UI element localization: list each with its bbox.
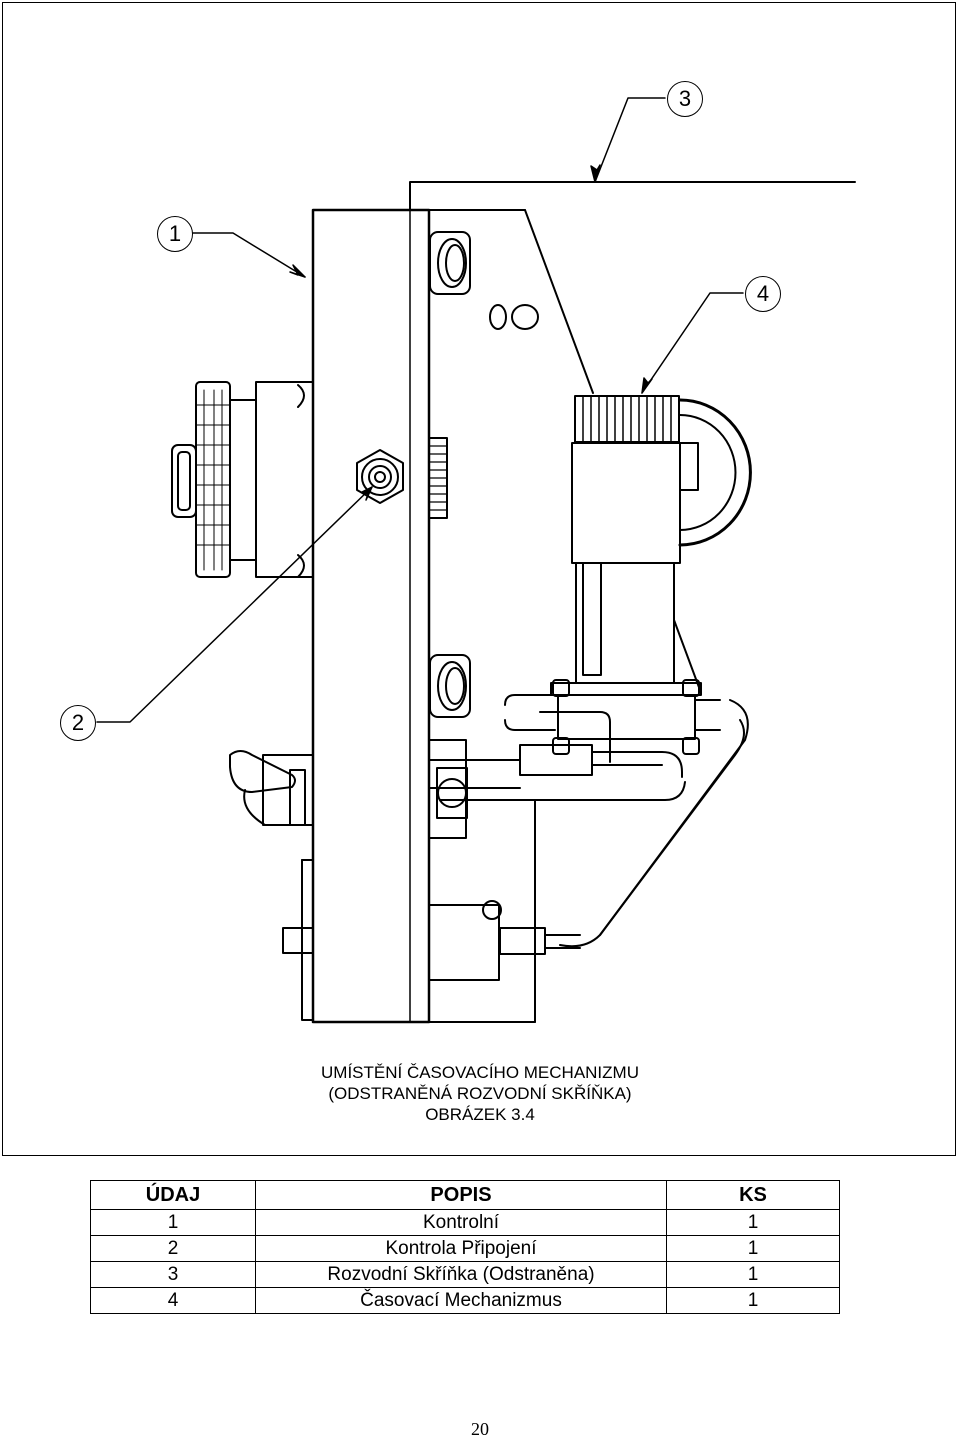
table-row: 1 Kontrolní 1: [90, 1209, 840, 1236]
table-row: 4 Časovací Mechanizmus 1: [90, 1287, 840, 1314]
enclosure-outline: [409, 181, 856, 1023]
callout-label: 2: [71, 710, 85, 735]
column-header: ÚDAJ: [90, 1180, 256, 1210]
side-knurl: [428, 437, 448, 519]
caption-line: OBRÁZEK 3.4: [425, 1105, 535, 1124]
table-cell: 4: [90, 1287, 256, 1314]
parts-table: ÚDAJ POPIS KS 1 Kontrolní 1 2 Kontrola P…: [90, 1180, 840, 1314]
table-header-row: ÚDAJ POPIS KS: [90, 1180, 840, 1210]
callout-label: 1: [168, 221, 182, 246]
leader-lines: [96, 97, 744, 723]
table-cell: 3: [90, 1261, 256, 1288]
column-header: POPIS: [255, 1180, 667, 1210]
table-cell: 1: [666, 1287, 840, 1314]
figure-frame: [2, 2, 956, 1156]
table-cell: 1: [666, 1235, 840, 1262]
table-cell: Kontrola Připojení: [255, 1235, 667, 1262]
callout-label: 3: [678, 86, 692, 111]
column-header: KS: [666, 1180, 840, 1210]
callout-1: 1: [157, 216, 193, 252]
lower-fittings: [282, 739, 502, 981]
upper-port: [429, 231, 471, 295]
timer-mechanism-drawing: [96, 97, 856, 1024]
figure-caption: UMÍSTĚNÍ ČASOVACÍHO MECHANIZMU (ODSTRANĚ…: [280, 1062, 680, 1125]
callout-label: 4: [756, 281, 770, 306]
caption-line: UMÍSTĚNÍ ČASOVACÍHO MECHANIZMU: [321, 1063, 639, 1082]
table-cell: 1: [666, 1261, 840, 1288]
table-cell: Časovací Mechanizmus: [255, 1287, 667, 1314]
caption-line: (ODSTRANĚNÁ ROZVODNÍ SKŘÍŇKA): [328, 1084, 632, 1103]
table-cell: 2: [90, 1235, 256, 1262]
lower-port: [429, 654, 471, 718]
toggle-lever: [229, 750, 314, 826]
table-cell: Kontrolní: [255, 1209, 667, 1236]
table-cell: 1: [666, 1209, 840, 1236]
table-cell: Rozvodní Skříňka (Odstraněna): [255, 1261, 667, 1288]
control-panel-body: [301, 208, 431, 1024]
callout-4: 4: [745, 276, 781, 312]
table-cell: 1: [90, 1209, 256, 1236]
callout-2: 2: [60, 705, 96, 741]
tubing: [428, 694, 749, 955]
table-row: 3 Rozvodní Skříňka (Odstraněna) 1: [90, 1261, 840, 1288]
timer-mechanism: [550, 395, 752, 755]
oval-holes: [489, 304, 539, 330]
connection-fitting: [356, 449, 404, 504]
table-row: 2 Kontrola Připojení 1: [90, 1235, 840, 1262]
page-number: 20: [471, 1419, 489, 1439]
callout-3: 3: [667, 81, 703, 117]
knurled-knob: [171, 381, 314, 578]
